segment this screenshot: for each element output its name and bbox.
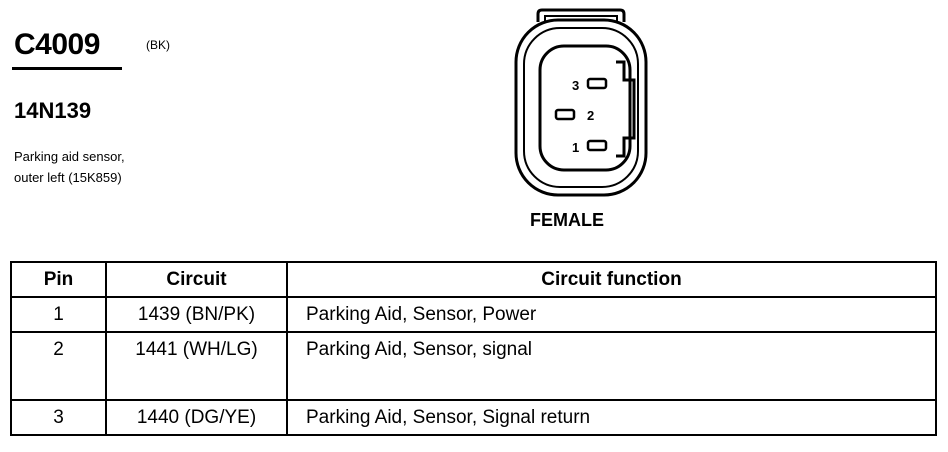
connector-id: C4009 (14, 28, 100, 61)
terminal-cavity (538, 44, 632, 172)
connector-gender: FEMALE (530, 210, 604, 230)
pin-label-2: 2 (587, 108, 594, 123)
cell-circuit-function: Parking Aid, Sensor, Signal return (286, 399, 937, 436)
pin-label-1: 1 (572, 140, 579, 155)
pin-label-3: 3 (572, 78, 579, 93)
keying-notch (616, 60, 636, 158)
table-header-row: Pin Circuit Circuit function (10, 261, 937, 298)
connector-housing-outer (514, 18, 648, 197)
pinout-table: Pin Circuit Circuit function 1 1439 (BN/… (10, 261, 937, 436)
connector-face-drawing: 3 2 1 (514, 8, 648, 197)
terminal-3 (586, 77, 608, 90)
table-row: 2 1441 (WH/LG) Parking Aid, Sensor, sign… (10, 331, 937, 401)
cell-circuit-function: Parking Aid, Sensor, Power (286, 296, 937, 333)
cell-circuit: 1439 (BN/PK) (105, 296, 288, 333)
cell-pin: 3 (10, 399, 107, 436)
connector-id-underline (12, 67, 122, 70)
table-row: 1 1439 (BN/PK) Parking Aid, Sensor, Powe… (10, 296, 937, 333)
cell-circuit: 1441 (WH/LG) (105, 331, 288, 401)
part-number: 14N139 (14, 98, 92, 123)
header-pin: Pin (10, 261, 107, 298)
terminal-1 (586, 139, 608, 152)
description-line-2: outer left (15K859) (14, 170, 122, 185)
description-line-1: Parking aid sensor, (14, 149, 125, 164)
terminal-2 (554, 108, 576, 121)
cell-pin: 2 (10, 331, 107, 401)
header-circuit: Circuit (105, 261, 288, 298)
color-code: (BK) (146, 38, 170, 52)
locking-tab (536, 8, 626, 22)
cell-circuit-function: Parking Aid, Sensor, signal (286, 331, 937, 401)
table-row: 3 1440 (DG/YE) Parking Aid, Sensor, Sign… (10, 399, 937, 436)
cell-pin: 1 (10, 296, 107, 333)
header-circuit-function: Circuit function (286, 261, 937, 298)
cell-circuit: 1440 (DG/YE) (105, 399, 288, 436)
